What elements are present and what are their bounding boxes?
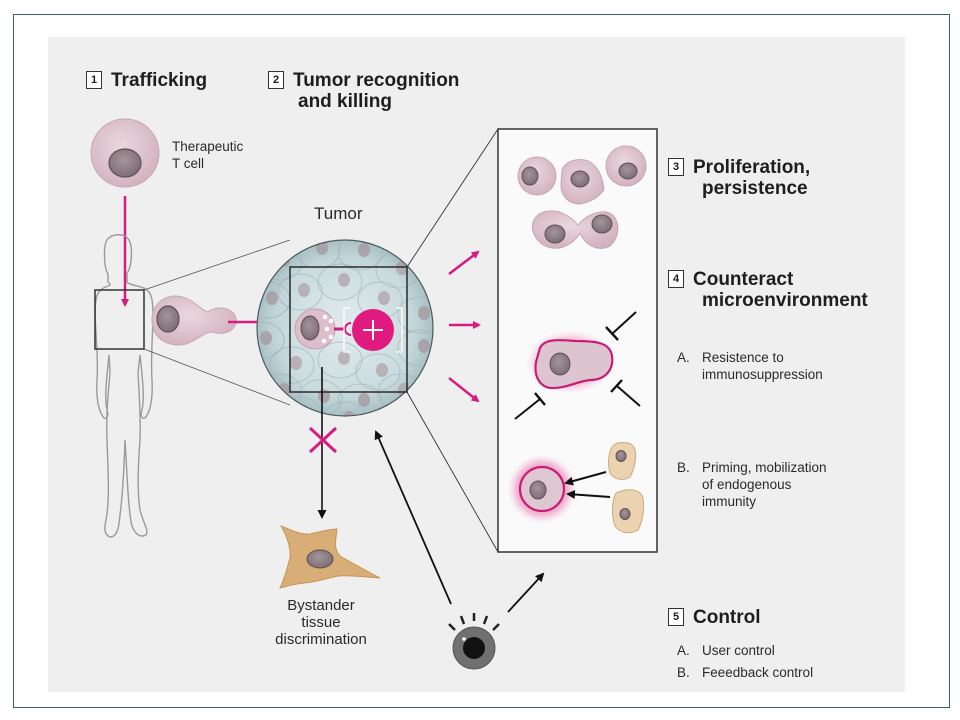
tumor-cell-nucleus (298, 283, 310, 297)
outer-frame (13, 14, 950, 708)
step-3-title-line-2: persistence (702, 178, 808, 199)
tumor-cell-nucleus (338, 351, 350, 365)
tumor-cell-outline (397, 296, 433, 334)
zoom-line (406, 128, 499, 268)
control-sensor-icon (448, 613, 500, 670)
tumor-cell-outline (269, 346, 315, 384)
step-4a-item: A. Resistence to immunosuppression (677, 349, 823, 383)
step-5b-label: B. (677, 665, 690, 680)
step-5-items: A. User control B. Feeedback control (677, 640, 813, 684)
step-4a-line-2: immunosuppression (702, 367, 823, 382)
tumor-cell-outline (297, 379, 343, 416)
bystander-label-line-3: discrimination (275, 631, 367, 648)
step-3-heading: 3 Proliferation, persistence (668, 157, 810, 199)
bystander-cell-icon (279, 525, 381, 589)
step-4b-item: B. Priming, mobilization of endogenous im… (677, 459, 827, 510)
step-3-title-line-1: Proliferation, (693, 157, 811, 178)
tumor-cell-outline (322, 401, 368, 416)
t-cell-label-line-1: Therapeutic (172, 139, 244, 154)
t-cell-label-line-2: T cell (172, 156, 205, 171)
step-1-number: 1 (86, 71, 102, 89)
tumor-cell-nucleus (396, 261, 408, 275)
step-2-heading: 2 Tumor recognition and killing (268, 70, 459, 112)
step-4a-label: A. (677, 350, 690, 365)
tumor-cell-nucleus (358, 243, 370, 257)
tumor-cell-nucleus (418, 339, 430, 353)
step-4-title-line-1: Counteract (693, 269, 794, 290)
step-2-number: 2 (268, 71, 284, 89)
blocked-x-icon (308, 426, 338, 454)
step-4a-line-1: Resistence to (702, 350, 784, 365)
step-4b-line-1: Priming, mobilization (702, 460, 827, 475)
tumor-cell-nucleus (290, 356, 302, 370)
proliferating-cells-icon (517, 145, 647, 249)
step-5a-label: A. (677, 643, 690, 658)
step-5-heading: 5 Control (668, 607, 761, 628)
step-5a-text: User control (702, 643, 775, 658)
t-cell-label: Therapeutic T cell (172, 138, 243, 172)
tumor-cell-nucleus (266, 291, 278, 305)
zoom-line (143, 348, 291, 406)
bystander-label-line-1: Bystander (287, 597, 355, 614)
step-4-number: 4 (668, 270, 684, 288)
tumor-cell-nucleus (376, 363, 388, 377)
resistant-cell-icon (514, 311, 641, 420)
step-4b-label: B. (677, 460, 690, 475)
step-3-number: 3 (668, 158, 684, 176)
bystander-label-line-2: tissue (301, 614, 341, 631)
step-2-title-line-1: Tumor recognition (293, 70, 460, 91)
endogenous-cells-icon (564, 442, 645, 534)
zoom-line (406, 391, 499, 553)
tumor-cell-outline (337, 240, 383, 271)
tumor-cell-nucleus (418, 306, 430, 320)
step-4b-line-2: of endogenous (702, 477, 792, 492)
proliferation-arrows (448, 250, 481, 403)
tumor-cell-outline (317, 263, 363, 301)
control-arrow-box (507, 572, 545, 613)
step-5b-text: Feeedback control (702, 665, 814, 680)
human-body-icon (94, 234, 154, 538)
tumor-cell-nucleus (343, 411, 355, 416)
tumor-cell-nucleus (338, 273, 350, 287)
body-zoom-box (94, 289, 145, 350)
migrating-t-cell-icon (151, 295, 237, 346)
tumor-label: Tumor (314, 204, 363, 223)
tumor-cell-nucleus (260, 331, 272, 345)
bystander-label: Bystander tissue discrimination (256, 597, 386, 648)
tumor-cell-nucleus (358, 393, 370, 407)
step-5-title: Control (693, 607, 761, 628)
step-1-title: Trafficking (111, 70, 208, 91)
step-4-title-line-2: microenvironment (702, 290, 868, 311)
control-arrow-tumor (374, 430, 452, 605)
figure-panel (48, 37, 905, 692)
step-1-heading: 1 Trafficking (86, 70, 207, 91)
zoom-line (143, 239, 291, 291)
tumor-icon (256, 239, 434, 417)
step-4-heading: 4 Counteract microenvironment (668, 269, 868, 311)
step-5-number: 5 (668, 608, 684, 626)
priming-cell-icon (507, 454, 577, 524)
tumor-cell-outline (397, 329, 433, 367)
tumor-cell-nucleus (378, 291, 390, 305)
therapeutic-t-cell-icon (90, 118, 160, 188)
step-2-title-line-2: and killing (298, 91, 392, 112)
step-4b-line-3: immunity (702, 494, 757, 509)
